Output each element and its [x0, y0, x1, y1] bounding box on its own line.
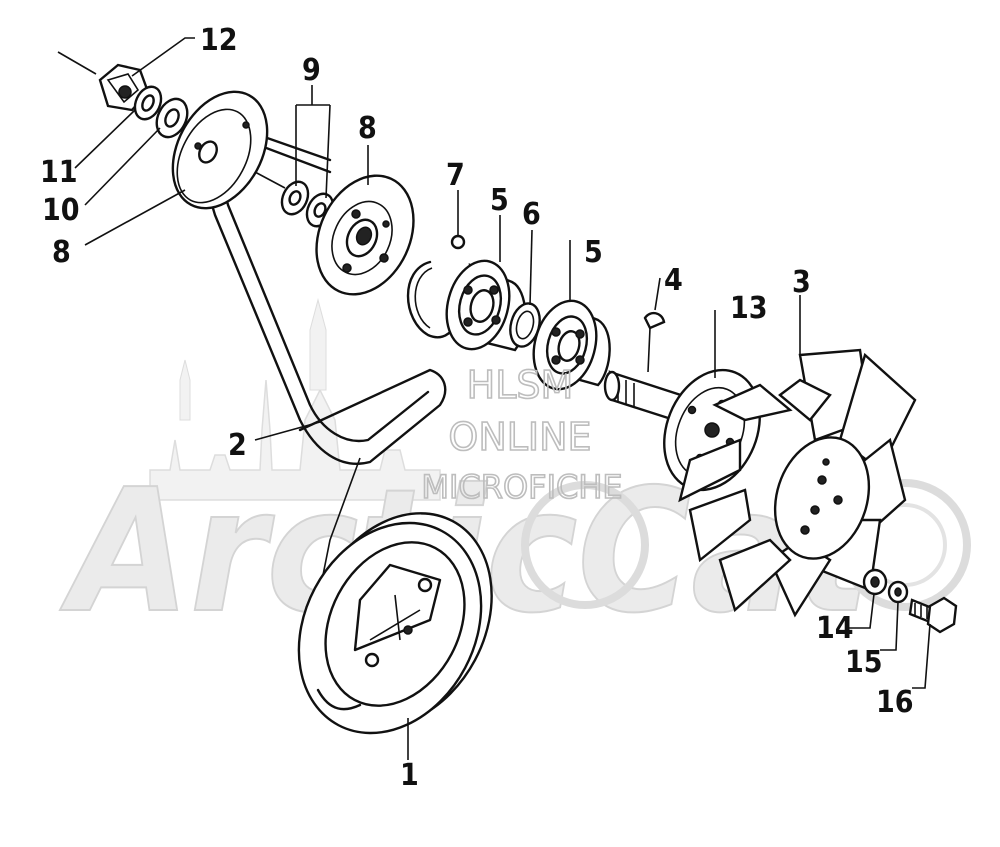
callout-12: 12 — [200, 23, 238, 58]
lock-washer-15 — [887, 580, 909, 604]
assembly-axis — [57, 51, 286, 189]
inner-sheave-half — [315, 174, 415, 296]
callout-16: 16 — [876, 685, 914, 720]
watermark-line-1: HLSM — [467, 363, 574, 407]
callout-2: 2 — [228, 428, 247, 463]
ball-bearing-b — [532, 299, 611, 391]
cooling-fan — [678, 348, 917, 618]
callout-13: 13 — [730, 291, 768, 326]
fan-washer-14 — [862, 568, 888, 596]
spacer-ring — [509, 302, 541, 348]
callout-15: 15 — [845, 645, 883, 680]
outer-sheave-half — [171, 90, 269, 210]
callout-3: 3 — [792, 265, 811, 300]
callout-14: 14 — [816, 611, 854, 646]
flat-washer-10 — [155, 97, 189, 139]
watermark-line-3: MICROFICHE — [421, 468, 622, 506]
callout-8b: 8 — [358, 111, 377, 146]
callout-7: 7 — [446, 158, 465, 193]
callout-9: 9 — [302, 53, 321, 88]
cap-screw-16 — [908, 596, 958, 634]
lock-washer-11 — [133, 85, 163, 121]
spacer-shims — [280, 180, 335, 228]
callout-labels: 12 11 10 8 9 8 7 5 6 5 4 13 3 2 1 14 15 … — [40, 23, 914, 793]
callout-8a: 8 — [52, 235, 71, 270]
callout-4: 4 — [664, 263, 683, 298]
watermark-text: HLSM ONLINE MICROFICHE — [421, 362, 624, 507]
callout-6: 6 — [522, 197, 541, 232]
callout-1: 1 — [400, 758, 419, 793]
watermark-line-2: ONLINE — [448, 415, 591, 459]
callout-5b: 5 — [584, 235, 603, 270]
woodruff-key — [643, 311, 666, 330]
leader-lines — [74, 37, 931, 760]
callout-11: 11 — [40, 155, 78, 190]
drive-pulley — [297, 512, 493, 735]
callout-5a: 5 — [490, 183, 509, 218]
callout-10: 10 — [42, 193, 80, 228]
